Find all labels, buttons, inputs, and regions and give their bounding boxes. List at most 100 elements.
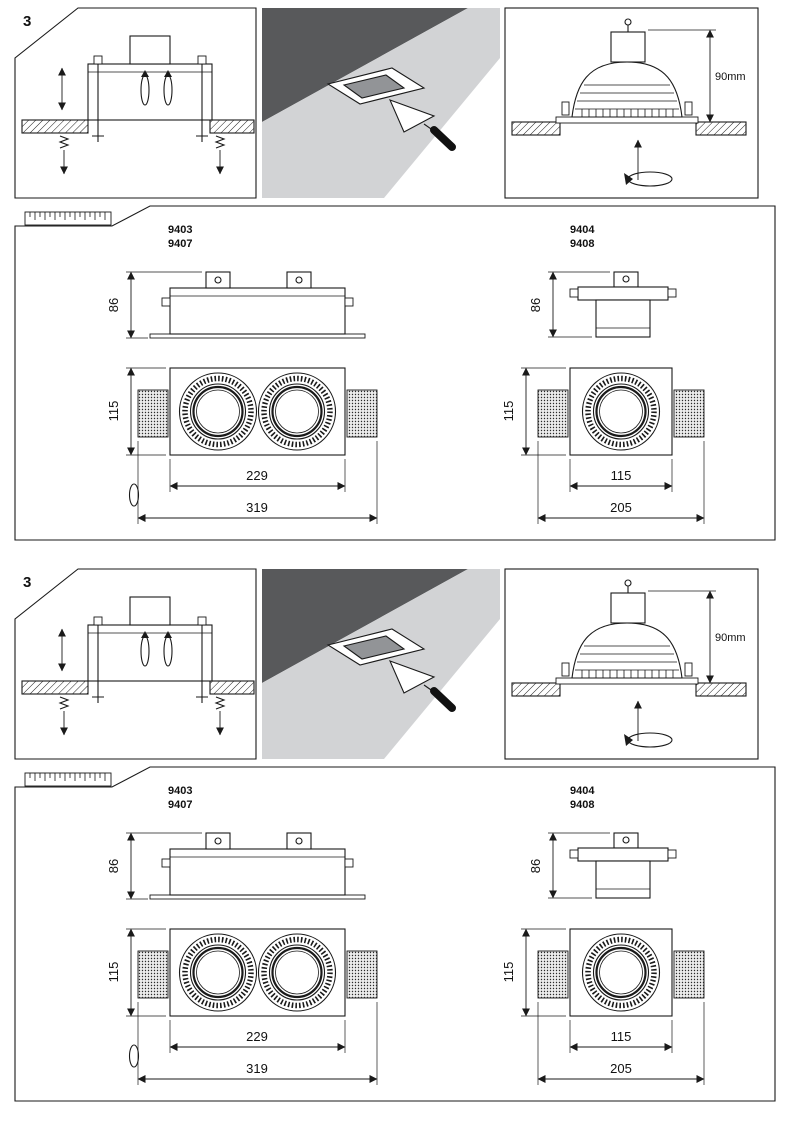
rod-screw-left — [93, 616, 103, 626]
housing-body — [595, 299, 651, 338]
ceiling-hatch-right — [695, 121, 747, 136]
ring-inner — [196, 389, 240, 434]
panel-plaster-ceiling — [262, 8, 500, 198]
trim-flange — [555, 677, 699, 685]
spring-right-icon — [214, 135, 226, 149]
product-code: 9408 — [570, 799, 594, 811]
trowel-handle — [430, 687, 456, 712]
ring-knurl — [182, 936, 254, 1009]
top-plate — [577, 847, 669, 862]
connector-hole — [295, 837, 303, 845]
ring-knurl — [585, 375, 657, 448]
rotate-arrow-left-tip — [141, 70, 149, 77]
cutout-hole — [342, 74, 406, 99]
spring-clip-right — [684, 662, 693, 677]
lamp-ring — [581, 372, 661, 451]
height-label: 86 — [528, 859, 543, 873]
ring-mid — [189, 383, 247, 440]
front-view: 115 115 205 — [501, 367, 705, 524]
connector-hole — [295, 276, 303, 284]
lamp-ring — [257, 372, 337, 451]
trowel-blade — [388, 660, 436, 694]
section-marker — [128, 1044, 140, 1068]
overall-width-label: 319 — [246, 1061, 268, 1076]
ring-mid — [268, 383, 326, 440]
side-view: 86 — [106, 271, 366, 339]
spring-clip-left — [561, 662, 570, 677]
ring-opening — [595, 946, 647, 999]
ceiling-hatch-left — [511, 682, 561, 697]
panel-adjust-fixture: 3 — [14, 568, 257, 760]
rotate-arrow-left-tip — [141, 631, 149, 638]
gear-box — [610, 31, 646, 63]
cutout-width-label: 229 — [246, 468, 268, 483]
trim-flange — [149, 333, 366, 339]
ring-mid — [189, 944, 247, 1001]
ring-inner — [599, 389, 643, 434]
trim-flange — [555, 116, 699, 124]
ceiling-hatch-left — [511, 121, 561, 136]
ring-outer — [581, 372, 661, 451]
fixture-housing — [87, 63, 213, 121]
fixture-housing — [87, 624, 213, 682]
recess-depth-label: 90mm — [715, 71, 746, 83]
side-tab-right — [667, 288, 677, 298]
face-height-label: 115 — [106, 962, 121, 983]
height-label: 86 — [528, 298, 543, 312]
product-left: 9403 9407 86 — [106, 785, 378, 1085]
overall-width-label: 205 — [610, 500, 632, 515]
spring-clip-left — [561, 101, 570, 116]
step-number: 3 — [23, 13, 31, 30]
rotation-ellipse-tip — [624, 734, 633, 746]
ring-mid — [592, 383, 650, 440]
rotation-ellipse — [627, 171, 673, 187]
ring-opening — [271, 946, 323, 999]
ring-mid — [268, 944, 326, 1001]
spring-clip-right — [684, 101, 693, 116]
top-screw-head — [624, 18, 632, 26]
step-strip: 3 — [14, 7, 759, 199]
rod-screw-right — [197, 616, 207, 626]
panel-installed: 90mm — [504, 7, 759, 199]
cutout-width-label: 229 — [246, 1029, 268, 1044]
cutout-hole — [342, 635, 406, 660]
face-height-label: 115 — [501, 401, 516, 422]
ring-inner — [599, 950, 643, 995]
connector-hole — [622, 275, 630, 283]
ring-inner — [196, 950, 240, 995]
plaster-flange-right — [346, 950, 378, 999]
lamp-ring — [178, 372, 258, 451]
rotate-arrow-right-tip — [164, 70, 172, 77]
plaster-flange-right — [346, 389, 378, 438]
panel-installed: 90mm — [504, 568, 759, 760]
step-number: 3 — [23, 574, 31, 591]
ring-opening — [271, 385, 323, 438]
connector-hole — [214, 276, 222, 284]
ring-knurl — [182, 375, 254, 448]
side-view: 86 — [528, 271, 677, 338]
connector-box — [205, 832, 231, 850]
ring-outer — [257, 372, 337, 451]
side-view: 86 — [528, 832, 677, 899]
dome-knurl-ticks — [581, 109, 674, 117]
side-tab-left — [161, 297, 171, 307]
spring-right-icon — [214, 696, 226, 710]
dome-knurl-ticks — [581, 670, 674, 678]
ring-knurl — [261, 936, 333, 1009]
lamp-ring — [581, 933, 661, 1012]
ruler-icon — [24, 772, 112, 787]
panel-plaster-ceiling — [262, 569, 500, 759]
side-view: 86 — [106, 832, 366, 900]
side-tab-right — [667, 849, 677, 859]
dimension-panel: 9403 9407 86 — [14, 205, 776, 541]
side-tab-right — [344, 858, 354, 868]
dome-ribs — [575, 84, 679, 110]
mounting-rods — [97, 625, 203, 703]
connector-hole — [214, 837, 222, 845]
spring-left-icon — [58, 135, 70, 149]
plaster-flange-right — [673, 389, 705, 438]
rotation-ellipse — [627, 732, 673, 748]
front-view: 115 115 205 — [501, 928, 705, 1085]
trim-flange — [149, 894, 366, 900]
